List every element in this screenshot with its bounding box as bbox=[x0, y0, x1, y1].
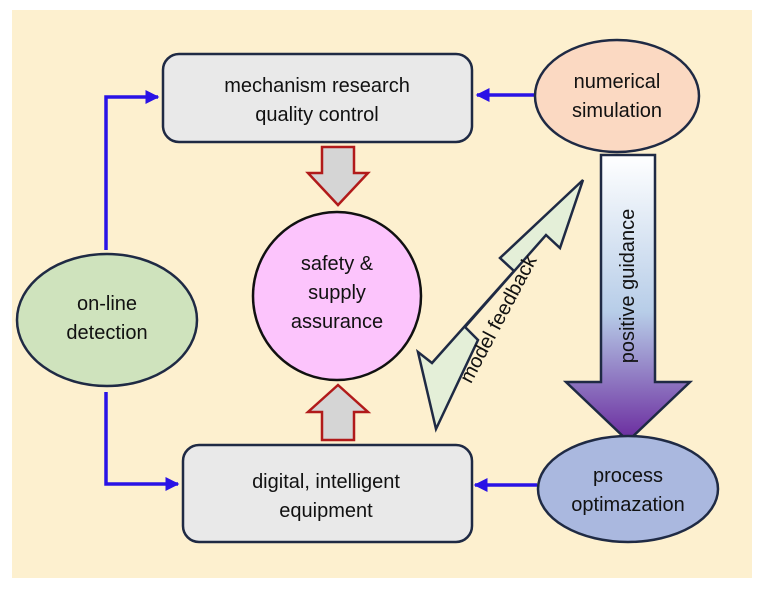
digital-intelligent-label: digital, intelligent bbox=[252, 471, 400, 493]
positive-guidance-arrow: positive guidance bbox=[562, 153, 694, 443]
process-optimization-ellipse: process optimazation bbox=[536, 434, 720, 544]
supply-label: supply bbox=[308, 282, 366, 304]
quality-control-label: quality control bbox=[255, 104, 378, 126]
detection-label: detection bbox=[66, 322, 147, 344]
up-arrow-icon bbox=[304, 383, 372, 442]
assurance-label: assurance bbox=[291, 311, 383, 333]
positive-guidance-label: positive guidance bbox=[617, 209, 639, 364]
online-detection-ellipse: on-line detection bbox=[15, 252, 199, 388]
down-arrow-icon bbox=[305, 145, 371, 207]
numerical-simulation-ellipse: numerical simulation bbox=[533, 38, 701, 154]
connector-detection-to-top-box bbox=[104, 90, 160, 250]
numerical-label: numerical bbox=[574, 71, 661, 93]
safety-label: safety & bbox=[301, 253, 374, 275]
mechanism-research-label: mechanism research bbox=[224, 75, 410, 97]
safety-supply-circle: safety & supply assurance bbox=[251, 210, 423, 382]
process-label: process bbox=[593, 465, 663, 487]
mechanism-research-box: mechanism research quality control bbox=[161, 52, 474, 144]
connector-detection-to-bottom-box bbox=[104, 392, 180, 491]
simulation-label: simulation bbox=[572, 100, 662, 122]
digital-equipment-box: digital, intelligent equipment bbox=[181, 443, 474, 544]
online-label: on-line bbox=[77, 293, 137, 315]
equipment-label: equipment bbox=[279, 500, 373, 522]
connector-lines bbox=[104, 88, 537, 492]
optimazation-label: optimazation bbox=[571, 494, 684, 516]
